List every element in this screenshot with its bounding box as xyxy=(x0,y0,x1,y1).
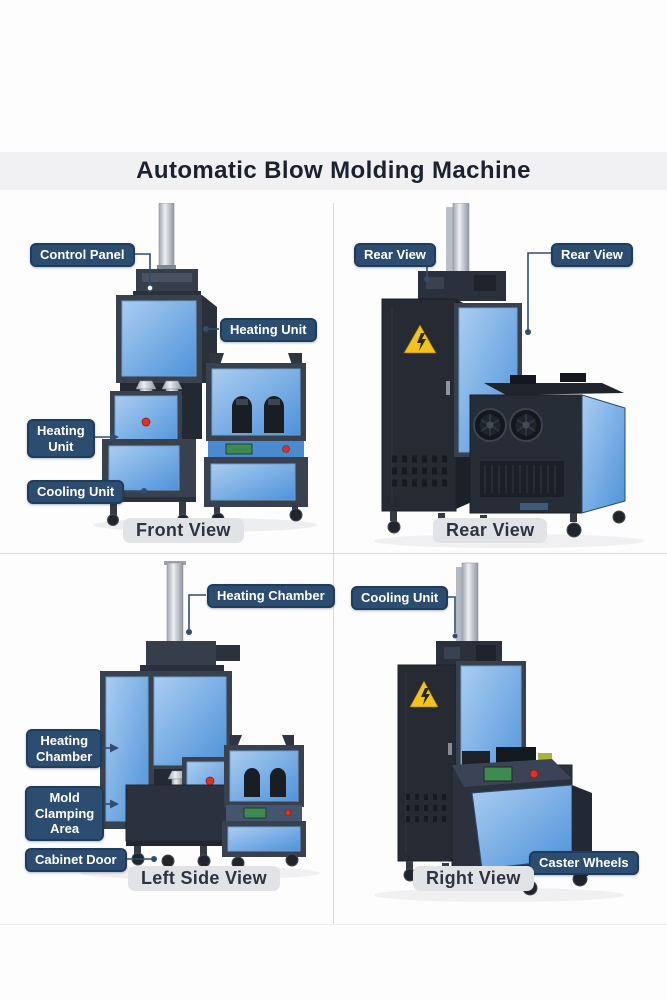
caster-wheel xyxy=(107,514,119,526)
vertical-divider xyxy=(333,203,334,925)
label-cabinet-door: Cabinet Door xyxy=(25,848,127,872)
blow-unit xyxy=(222,735,306,870)
caption-left-side-view: Left Side View xyxy=(128,866,280,891)
label-mold-clamping-area: Mold Clamping Area xyxy=(25,786,105,841)
machine-head xyxy=(133,269,201,297)
chimney-column xyxy=(166,562,184,644)
caption-rear-view: Rear View xyxy=(433,518,548,543)
blow-unit xyxy=(204,353,308,526)
red-button xyxy=(141,417,151,427)
caption-front-view: Front View xyxy=(123,518,244,543)
fan-icon xyxy=(509,408,543,442)
caster-wheel xyxy=(285,853,299,867)
machine-head xyxy=(418,271,506,301)
control-screen xyxy=(483,766,513,782)
right-view-illustration xyxy=(374,562,624,902)
chimney-column xyxy=(158,203,175,274)
chiller-unit xyxy=(469,373,626,541)
bottom-divider xyxy=(0,924,667,925)
chimney-column xyxy=(461,562,479,644)
front-view-illustration xyxy=(93,203,317,532)
label-heating-unit-lower: Heating Unit xyxy=(27,419,95,459)
control-screen xyxy=(225,443,253,455)
label-cooling-unit-right: Cooling Unit xyxy=(351,586,449,610)
label-rear-view-left: Rear View xyxy=(354,243,436,267)
door-handle xyxy=(448,743,452,755)
label-heating-chamber-upper: Heating Chamber xyxy=(207,584,335,608)
label-rear-view-right: Rear View xyxy=(551,243,633,267)
vent-grille xyxy=(480,461,564,497)
label-caster-wheels: Caster Wheels xyxy=(529,851,639,875)
label-cooling-unit: Cooling Unit xyxy=(27,480,125,504)
red-button xyxy=(284,809,292,817)
callout-lines xyxy=(426,252,551,329)
fan-icon xyxy=(473,408,507,442)
caster-wheel xyxy=(566,522,582,538)
label-heating-unit-upper: Heating Unit xyxy=(220,318,317,342)
rear-view-illustration xyxy=(374,203,644,548)
horizontal-divider xyxy=(0,553,667,554)
caster-wheel xyxy=(387,520,401,534)
red-button xyxy=(529,769,539,779)
red-button xyxy=(205,776,215,786)
callout-lines xyxy=(446,596,456,633)
label-heating-chamber-side: Heating Chamber xyxy=(26,729,103,769)
caster-wheel xyxy=(289,508,303,522)
machine-head xyxy=(140,641,240,671)
warning-triangle-icon xyxy=(403,324,437,354)
name-plate xyxy=(520,503,548,510)
caster-wheel xyxy=(612,510,626,524)
door-handle xyxy=(446,381,450,395)
red-button xyxy=(282,445,290,453)
warning-triangle-icon xyxy=(409,680,439,708)
vent-grille xyxy=(406,794,448,822)
heating-unit-panel xyxy=(121,300,197,377)
page-title: Automatic Blow Molding Machine xyxy=(136,157,531,184)
chimney-column xyxy=(452,203,470,276)
title-band: Automatic Blow Molding Machine xyxy=(0,152,667,190)
caption-right-view: Right View xyxy=(413,866,534,891)
control-screen xyxy=(243,807,267,819)
label-control-panel: Control Panel xyxy=(30,243,135,267)
